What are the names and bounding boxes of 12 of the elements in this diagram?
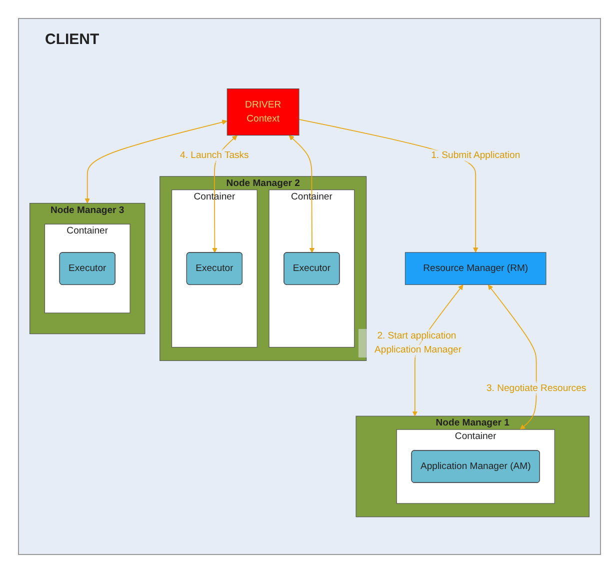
diagram-title: CLIENT [45,31,100,48]
edge-label: 2. Start application Application Manager [374,330,462,355]
arrow [288,134,315,253]
edge-label: 4. Launch Tasks [180,150,249,160]
arrow [488,284,537,430]
arrow [298,118,478,252]
arrow [84,119,228,204]
edge-label: 3. Negotiate Resources [486,382,586,393]
node-box: Resource Manager (RM) [404,252,546,285]
edge-label: 1. Submit Application [431,150,520,160]
node-box: DRIVER Context [226,88,300,136]
arrow [212,134,238,253]
